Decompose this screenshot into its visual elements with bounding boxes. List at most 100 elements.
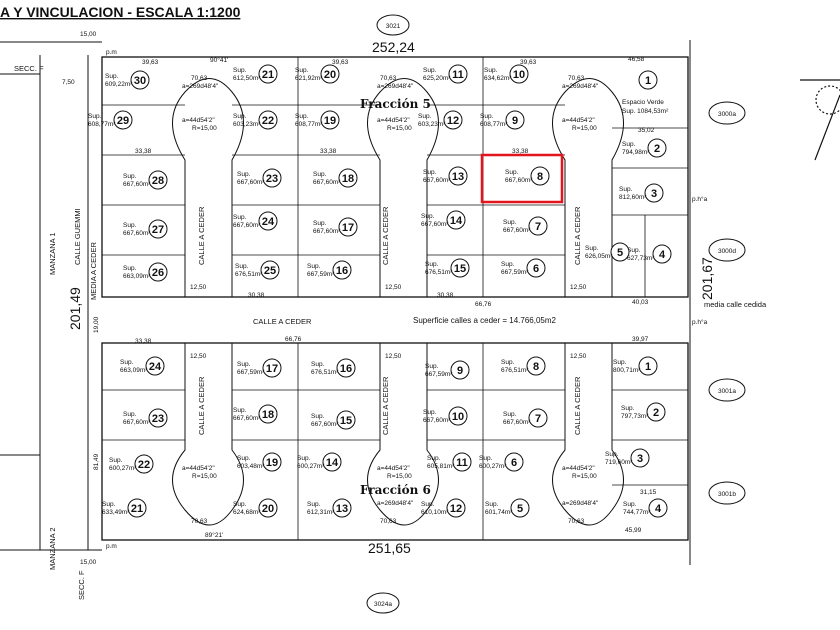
manzana2-label: MANZANA 2 [48,527,57,570]
f6-lot-20-sup-label: Sup. [233,501,247,508]
f6-lot-8-number: 8 [533,361,539,373]
f5-lot-11-sup-label: Sup. [423,67,437,74]
f5-lot-6-marker [526,258,546,278]
fraccion6-label: Fracción 6 [360,483,431,497]
f5-lot-1-number: 1 [645,75,651,87]
edge-15-bottom: 15,00 [80,559,97,566]
f6-lot-24-area: 663,09m² [120,367,148,374]
f6-lot-20-marker [258,498,278,518]
highlight-box-lot-8 [480,153,564,204]
arc-a-2: a=269d48'4" [377,83,414,90]
f5-lot-15-marker [450,258,470,278]
calle-ceder-horizontal: CALLE A CEDER [253,317,312,326]
f5-lot-3-sup-label: Sup. [619,186,633,193]
f6-lot-10-area: 667,60m² [423,417,451,424]
f6-lot-16-number: 16 [340,363,352,375]
f6-lot-7-number: 7 [535,413,541,425]
arc-len-6: 70,63 [568,518,585,525]
f6-lot-16-marker [336,358,356,378]
f5-lot-4-sup-label: Sup. [627,247,641,254]
dim-33-38-a: 33,38 [135,148,152,155]
f6-lot-1-number: 1 [645,361,651,373]
f5-lot-30-number: 30 [134,75,146,87]
arc-b-4: a=44d54'2" [182,465,215,472]
f5-lot-9-marker [505,110,525,130]
f5-lot-5-marker [610,242,630,262]
f5-lot-10-area: 634,62m² [484,75,512,82]
f5-lot-23-sup-label: Sup. [237,171,251,178]
f6-lot-7-sup-label: Sup. [503,411,517,418]
f5-lot-20-number: 20 [324,69,336,81]
right-total-dim: 201,67 [699,257,715,300]
arc-b-3: a=44d54'2" [562,117,595,124]
dim-33-38-b: 33,38 [320,148,337,155]
parcel-3001b: 3001b [718,491,736,498]
arc-a-3: a=269d48'4" [562,83,599,90]
f6-lot-13-sup-label: Sup. [307,501,321,508]
f6-lot-21-area: 633,49m² [102,509,130,516]
f5-lot-14-area: 667,60m² [421,221,449,228]
dim-30-38-b: 30,38 [437,292,454,299]
f5-lot-8-sup-label: Sup. [505,169,519,176]
f6-lot-2-number: 2 [653,407,659,419]
dim-66-76-b: 66,76 [475,301,492,308]
f6-lot-24-number: 24 [149,361,162,373]
f5-lot-23-number: 23 [266,173,278,185]
bottom-total-dim: 251,65 [368,540,411,556]
f6-lot-12-number: 12 [450,503,462,515]
f6-lot-19-marker [262,452,282,472]
f5-lot-22-sup-label: Sup. [233,113,247,120]
f5-lot-11-number: 11 [452,69,464,81]
f5-lot-14-sup-label: Sup. [421,213,435,220]
angle-bottom: 89°21' [205,531,223,539]
f5-lot-22-number: 22 [262,115,274,127]
f6-lot-15-number: 15 [340,415,352,427]
f6-lot-11-marker [452,452,472,472]
top-total-dim: 252,24 [372,39,415,55]
arc-len-3: 70,63 [568,75,585,82]
calle-ceder-v1: CALLE A CEDER [197,206,206,265]
f6-lot-24-sup-label: Sup. [120,359,134,366]
f6-lot-14-number: 14 [326,457,339,469]
f6-lot-7-area: 667,60m² [503,419,531,426]
plan-title: A Y VINCULACION - ESCALA 1:1200 [0,4,241,20]
f6-lot-2-marker [646,402,666,422]
f5-lot-25-sup-label: Sup. [235,263,249,270]
f6-lot-6-sup-label: Sup. [479,455,493,462]
f6-lot-11-area: 605,81m² [427,463,455,470]
f5-lot-17-number: 17 [342,222,354,234]
f6-lot-3-marker [630,448,650,468]
f5-lot-16-sup-label: Sup. [307,263,321,270]
dim-12-50-d: 12,50 [190,353,207,360]
arc-a-1: a=269d48'4" [182,83,219,90]
f5-lot-20-area: 621,92m² [295,75,323,82]
f5-lot-21-area: 612,50m² [233,75,261,82]
f5-lot-23-marker [262,168,282,188]
f6-lot-3-number: 3 [637,453,643,465]
f6-lot-16-sup-label: Sup. [311,361,325,368]
f5-lot-28-number: 28 [152,175,164,187]
media-calle-cedida-label: media calle cedida [704,300,767,309]
f6-lot-14-sup-label: Sup. [297,455,311,462]
f6-lot-4-area: 744,77m² [623,509,651,516]
r-label-3: R=15,00 [572,125,597,132]
f6-lot-17-area: 667,59m² [237,369,265,376]
f5-lot-1-marker [638,70,658,90]
f5-lot-26-number: 26 [152,267,164,279]
f6-lot-2-sup-label: Sup. [621,405,635,412]
f5-lot-26-area: 663,09m² [123,273,151,280]
f5-lot-3-number: 3 [651,188,657,200]
f6-lot-14-marker [322,452,342,472]
f5-lot-11-marker [448,64,468,84]
f5-lot-16-marker [332,260,352,280]
f6-lot-2-area: 797,73m² [621,413,649,420]
f5-lot-2-sup-label: Sup. [622,141,636,148]
f6-lot-23-number: 23 [152,413,164,425]
dim-46-58: 46,58 [628,56,645,63]
parcel-3001a: 3001a [718,388,736,395]
dim-12-50-a: 12,50 [190,284,207,291]
f5-lot-15-area: 676,51m² [425,269,453,276]
f5-lot-30-area: 609,22m² [105,81,133,88]
f5-lot-21-marker [258,64,278,84]
f6-lot-20-number: 20 [262,503,274,515]
